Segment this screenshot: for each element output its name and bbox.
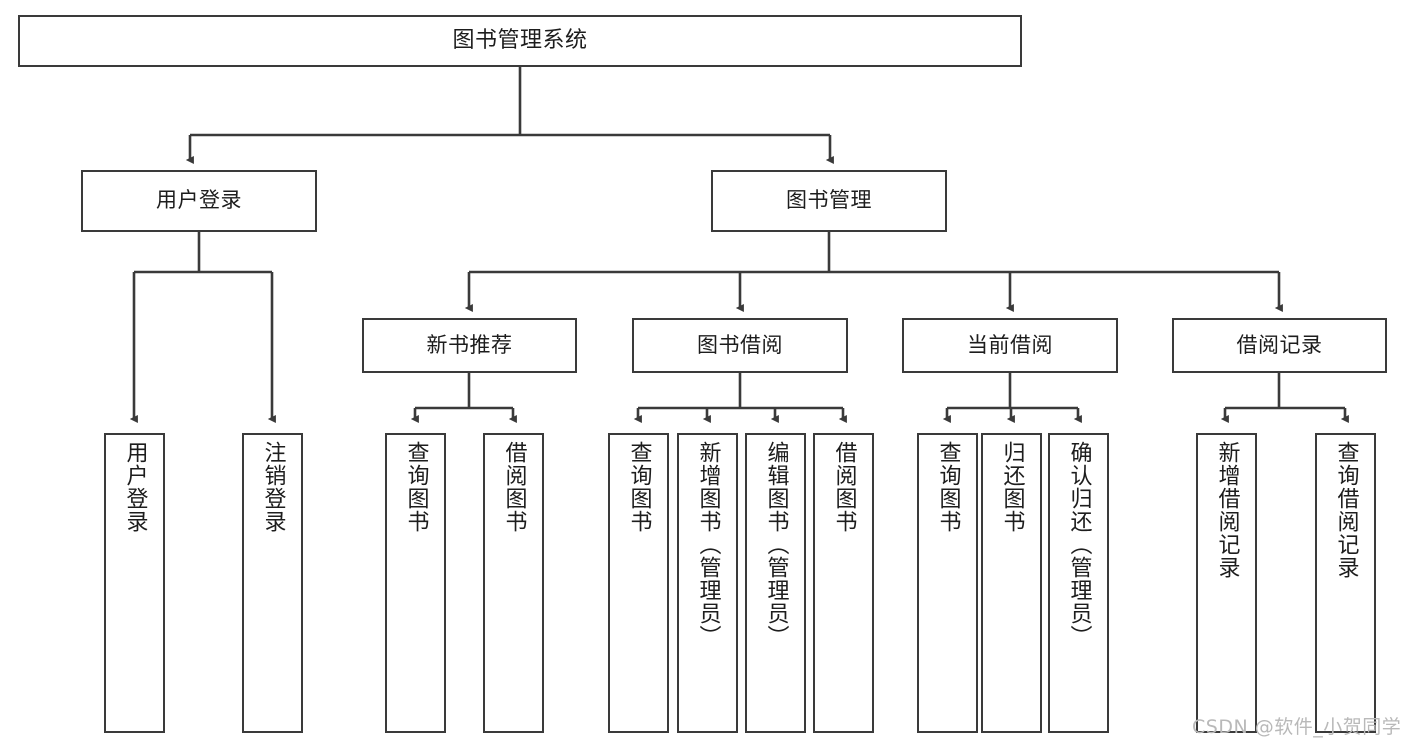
leaf-borrow-book[interactable]: 借阅图书 xyxy=(813,433,874,733)
leaf-query-borrow-record[interactable]: 查询借阅记录 xyxy=(1315,433,1376,733)
node-book-borrow[interactable]: 图书借阅 xyxy=(632,318,848,373)
leaf-query-book-borrow[interactable]: 查询图书 xyxy=(608,433,669,733)
leaf-query-book-recommend[interactable]: 查询图书 xyxy=(385,433,446,733)
node-book-borrow-label: 图书借阅 xyxy=(697,332,783,357)
node-current-borrow[interactable]: 当前借阅 xyxy=(902,318,1118,373)
node-book-management[interactable]: 图书管理 xyxy=(711,170,947,232)
leaf-add-book-admin-label: 新增图书（管理员） xyxy=(695,441,721,648)
leaf-query-book-current-label: 查询图书 xyxy=(935,441,961,533)
leaf-query-borrow-record-label: 查询借阅记录 xyxy=(1333,441,1359,579)
node-user-login[interactable]: 用户登录 xyxy=(81,170,317,232)
leaf-query-book-borrow-label: 查询图书 xyxy=(626,441,652,533)
node-borrow-record-label: 借阅记录 xyxy=(1236,332,1323,357)
node-new-book-recommend[interactable]: 新书推荐 xyxy=(362,318,577,373)
node-root-book-management-system[interactable]: 图书管理系统 xyxy=(18,15,1022,67)
leaf-user-login-label: 用户登录 xyxy=(122,441,148,533)
leaf-borrow-book-recommend[interactable]: 借阅图书 xyxy=(483,433,544,733)
leaf-add-book-admin[interactable]: 新增图书（管理员） xyxy=(677,433,738,733)
leaf-user-logout[interactable]: 注销登录 xyxy=(242,433,303,733)
leaf-return-book-label: 归还图书 xyxy=(999,441,1025,533)
node-borrow-record[interactable]: 借阅记录 xyxy=(1172,318,1387,373)
node-book-management-label: 图书管理 xyxy=(786,188,872,213)
leaf-edit-book-admin-label: 编辑图书（管理员） xyxy=(763,441,789,648)
leaf-query-book-current[interactable]: 查询图书 xyxy=(917,433,978,733)
leaf-user-login[interactable]: 用户登录 xyxy=(104,433,165,733)
leaf-borrow-book-recommend-label: 借阅图书 xyxy=(501,441,527,533)
leaf-add-borrow-record[interactable]: 新增借阅记录 xyxy=(1196,433,1257,733)
node-root-label: 图书管理系统 xyxy=(452,27,588,53)
leaf-add-borrow-record-label: 新增借阅记录 xyxy=(1214,441,1240,579)
leaf-confirm-return-admin-label: 确认归还（管理员） xyxy=(1066,441,1092,648)
leaf-query-book-recommend-label: 查询图书 xyxy=(403,441,429,533)
csdn-watermark: CSDN @软件_小贺同学 xyxy=(1192,716,1402,738)
leaf-user-logout-label: 注销登录 xyxy=(260,441,286,533)
node-current-borrow-label: 当前借阅 xyxy=(967,332,1053,357)
leaf-return-book[interactable]: 归还图书 xyxy=(981,433,1042,733)
leaf-borrow-book-label: 借阅图书 xyxy=(831,441,857,533)
leaf-confirm-return-admin[interactable]: 确认归还（管理员） xyxy=(1048,433,1109,733)
leaf-edit-book-admin[interactable]: 编辑图书（管理员） xyxy=(745,433,806,733)
node-new-book-recommend-label: 新书推荐 xyxy=(426,332,513,357)
node-user-login-label: 用户登录 xyxy=(156,188,242,213)
